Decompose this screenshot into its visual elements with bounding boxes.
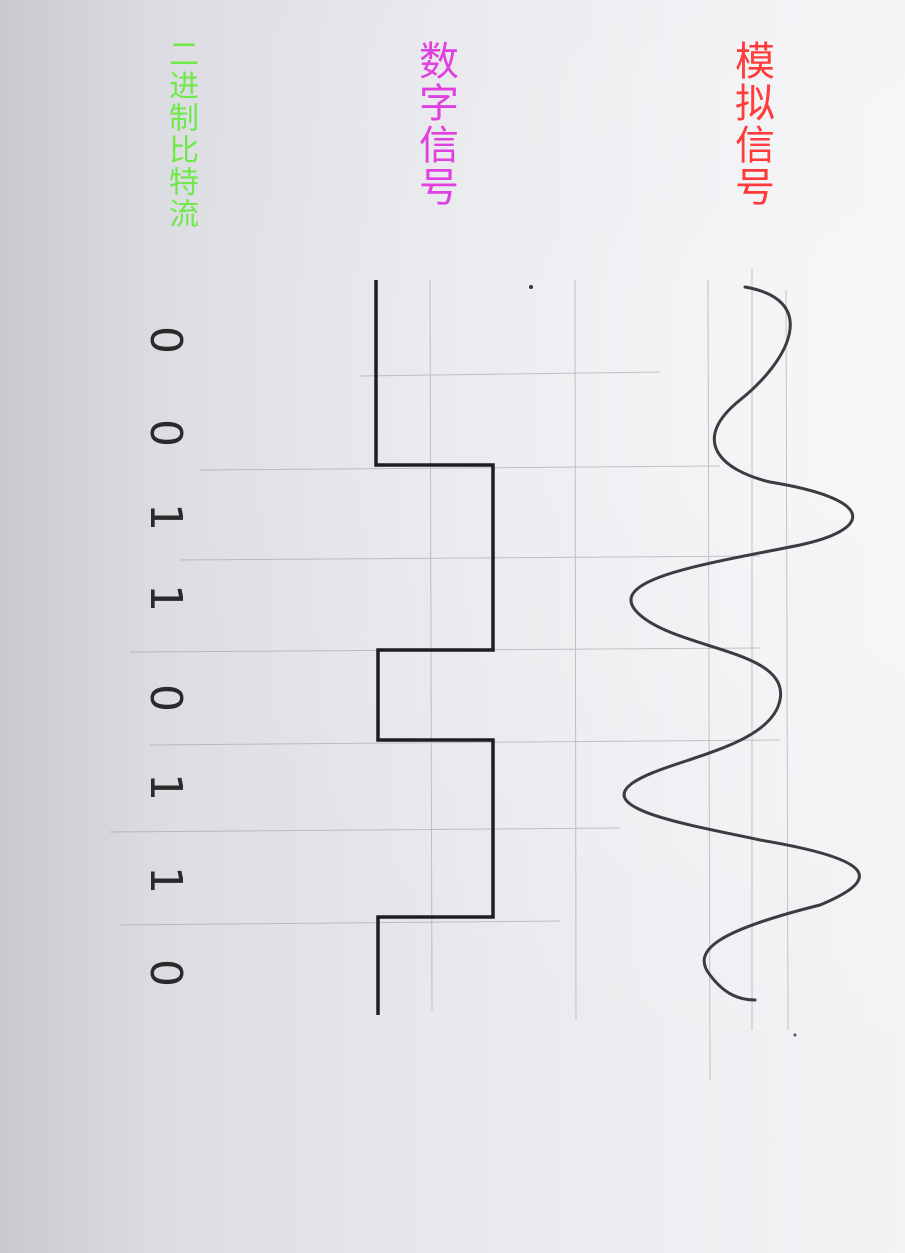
bit-value: 1 bbox=[140, 866, 191, 894]
bit-value: 1 bbox=[140, 773, 191, 801]
guide-vertical bbox=[785, 289, 789, 1031]
analog-wave bbox=[622, 285, 861, 1002]
digital-signal-label: 数字信号 bbox=[412, 40, 458, 208]
bit-value: 1 bbox=[140, 503, 191, 531]
bit-value: 0 bbox=[140, 419, 191, 447]
bit-value: 0 bbox=[140, 959, 191, 987]
guide-horizontal bbox=[179, 555, 761, 561]
guide-horizontal bbox=[359, 371, 661, 377]
pencil-dot bbox=[529, 285, 533, 289]
guide-lines bbox=[109, 268, 789, 1081]
bit-value: 0 bbox=[140, 326, 191, 354]
analog-signal-label: 模拟信号 bbox=[728, 40, 774, 208]
pencil-dot bbox=[793, 1033, 797, 1037]
guide-vertical bbox=[707, 279, 711, 1081]
guide-horizontal bbox=[149, 739, 781, 746]
digital-wave bbox=[374, 280, 495, 1015]
guide-vertical bbox=[574, 279, 577, 1021]
guide-vertical bbox=[429, 279, 433, 1011]
bit-value: 0 bbox=[140, 684, 191, 712]
bit-value: 1 bbox=[140, 584, 191, 612]
guide-horizontal bbox=[199, 465, 721, 471]
guide-horizontal bbox=[119, 920, 561, 926]
guide-horizontal bbox=[109, 827, 621, 833]
binary-bitstream-label: 二进制比特流 bbox=[163, 38, 198, 230]
